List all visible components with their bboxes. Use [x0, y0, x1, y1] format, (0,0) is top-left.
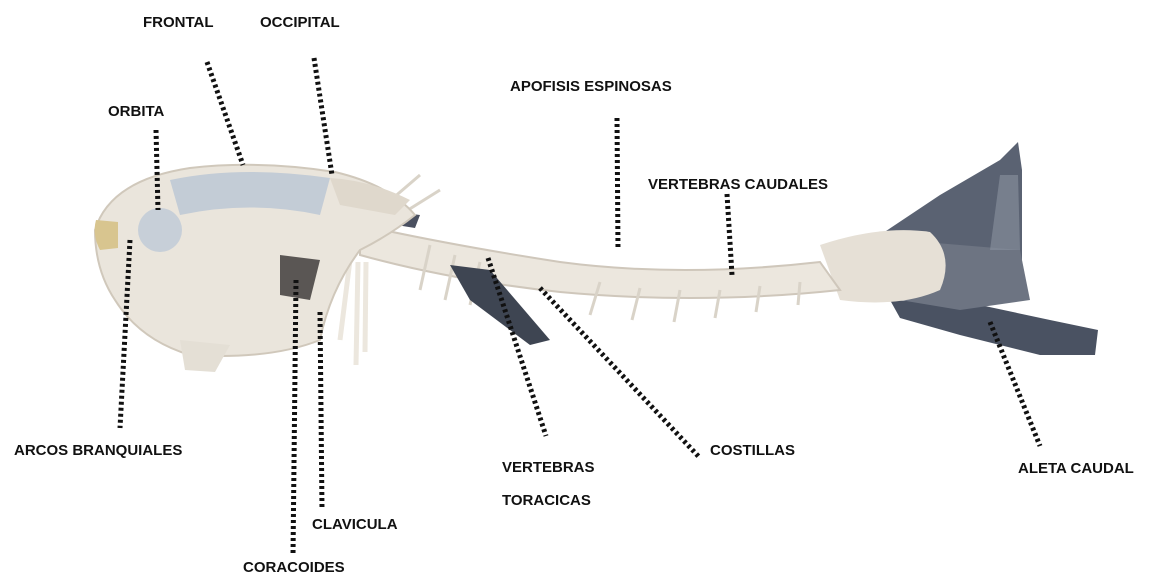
label-apofisis-espinosas: APOFISIS ESPINOSAS: [510, 73, 672, 101]
leader-clavicula: [320, 312, 322, 510]
leader-occipital: [314, 58, 332, 175]
label-coracoides: CORACOIDES: [243, 554, 345, 582]
leader-vertebras-caudales: [727, 194, 732, 275]
label-aleta-caudal: ALETA CAUDAL: [1018, 455, 1134, 483]
caudal-peduncle: [820, 230, 946, 302]
label-vertebras-caudales: VERTEBRAS CAUDALES: [648, 171, 828, 199]
label-arcos-branquiales: ARCOS BRANQUIALES: [14, 437, 182, 465]
label-costillas: COSTILLAS: [710, 437, 795, 465]
label-vertebras-toracicas-1: VERTEBRAS: [502, 454, 595, 482]
label-orbita: ORBITA: [108, 98, 164, 126]
label-clavicula: CLAVICULA: [312, 511, 398, 539]
orbit-hole: [138, 208, 182, 252]
leader-frontal: [207, 62, 243, 165]
leader-orbita: [156, 130, 158, 210]
label-frontal: FRONTAL: [143, 9, 214, 37]
label-vertebras-toracicas-2: TORACICAS: [502, 487, 591, 515]
leader-apofisis: [617, 118, 618, 250]
label-occipital: OCCIPITAL: [260, 9, 340, 37]
